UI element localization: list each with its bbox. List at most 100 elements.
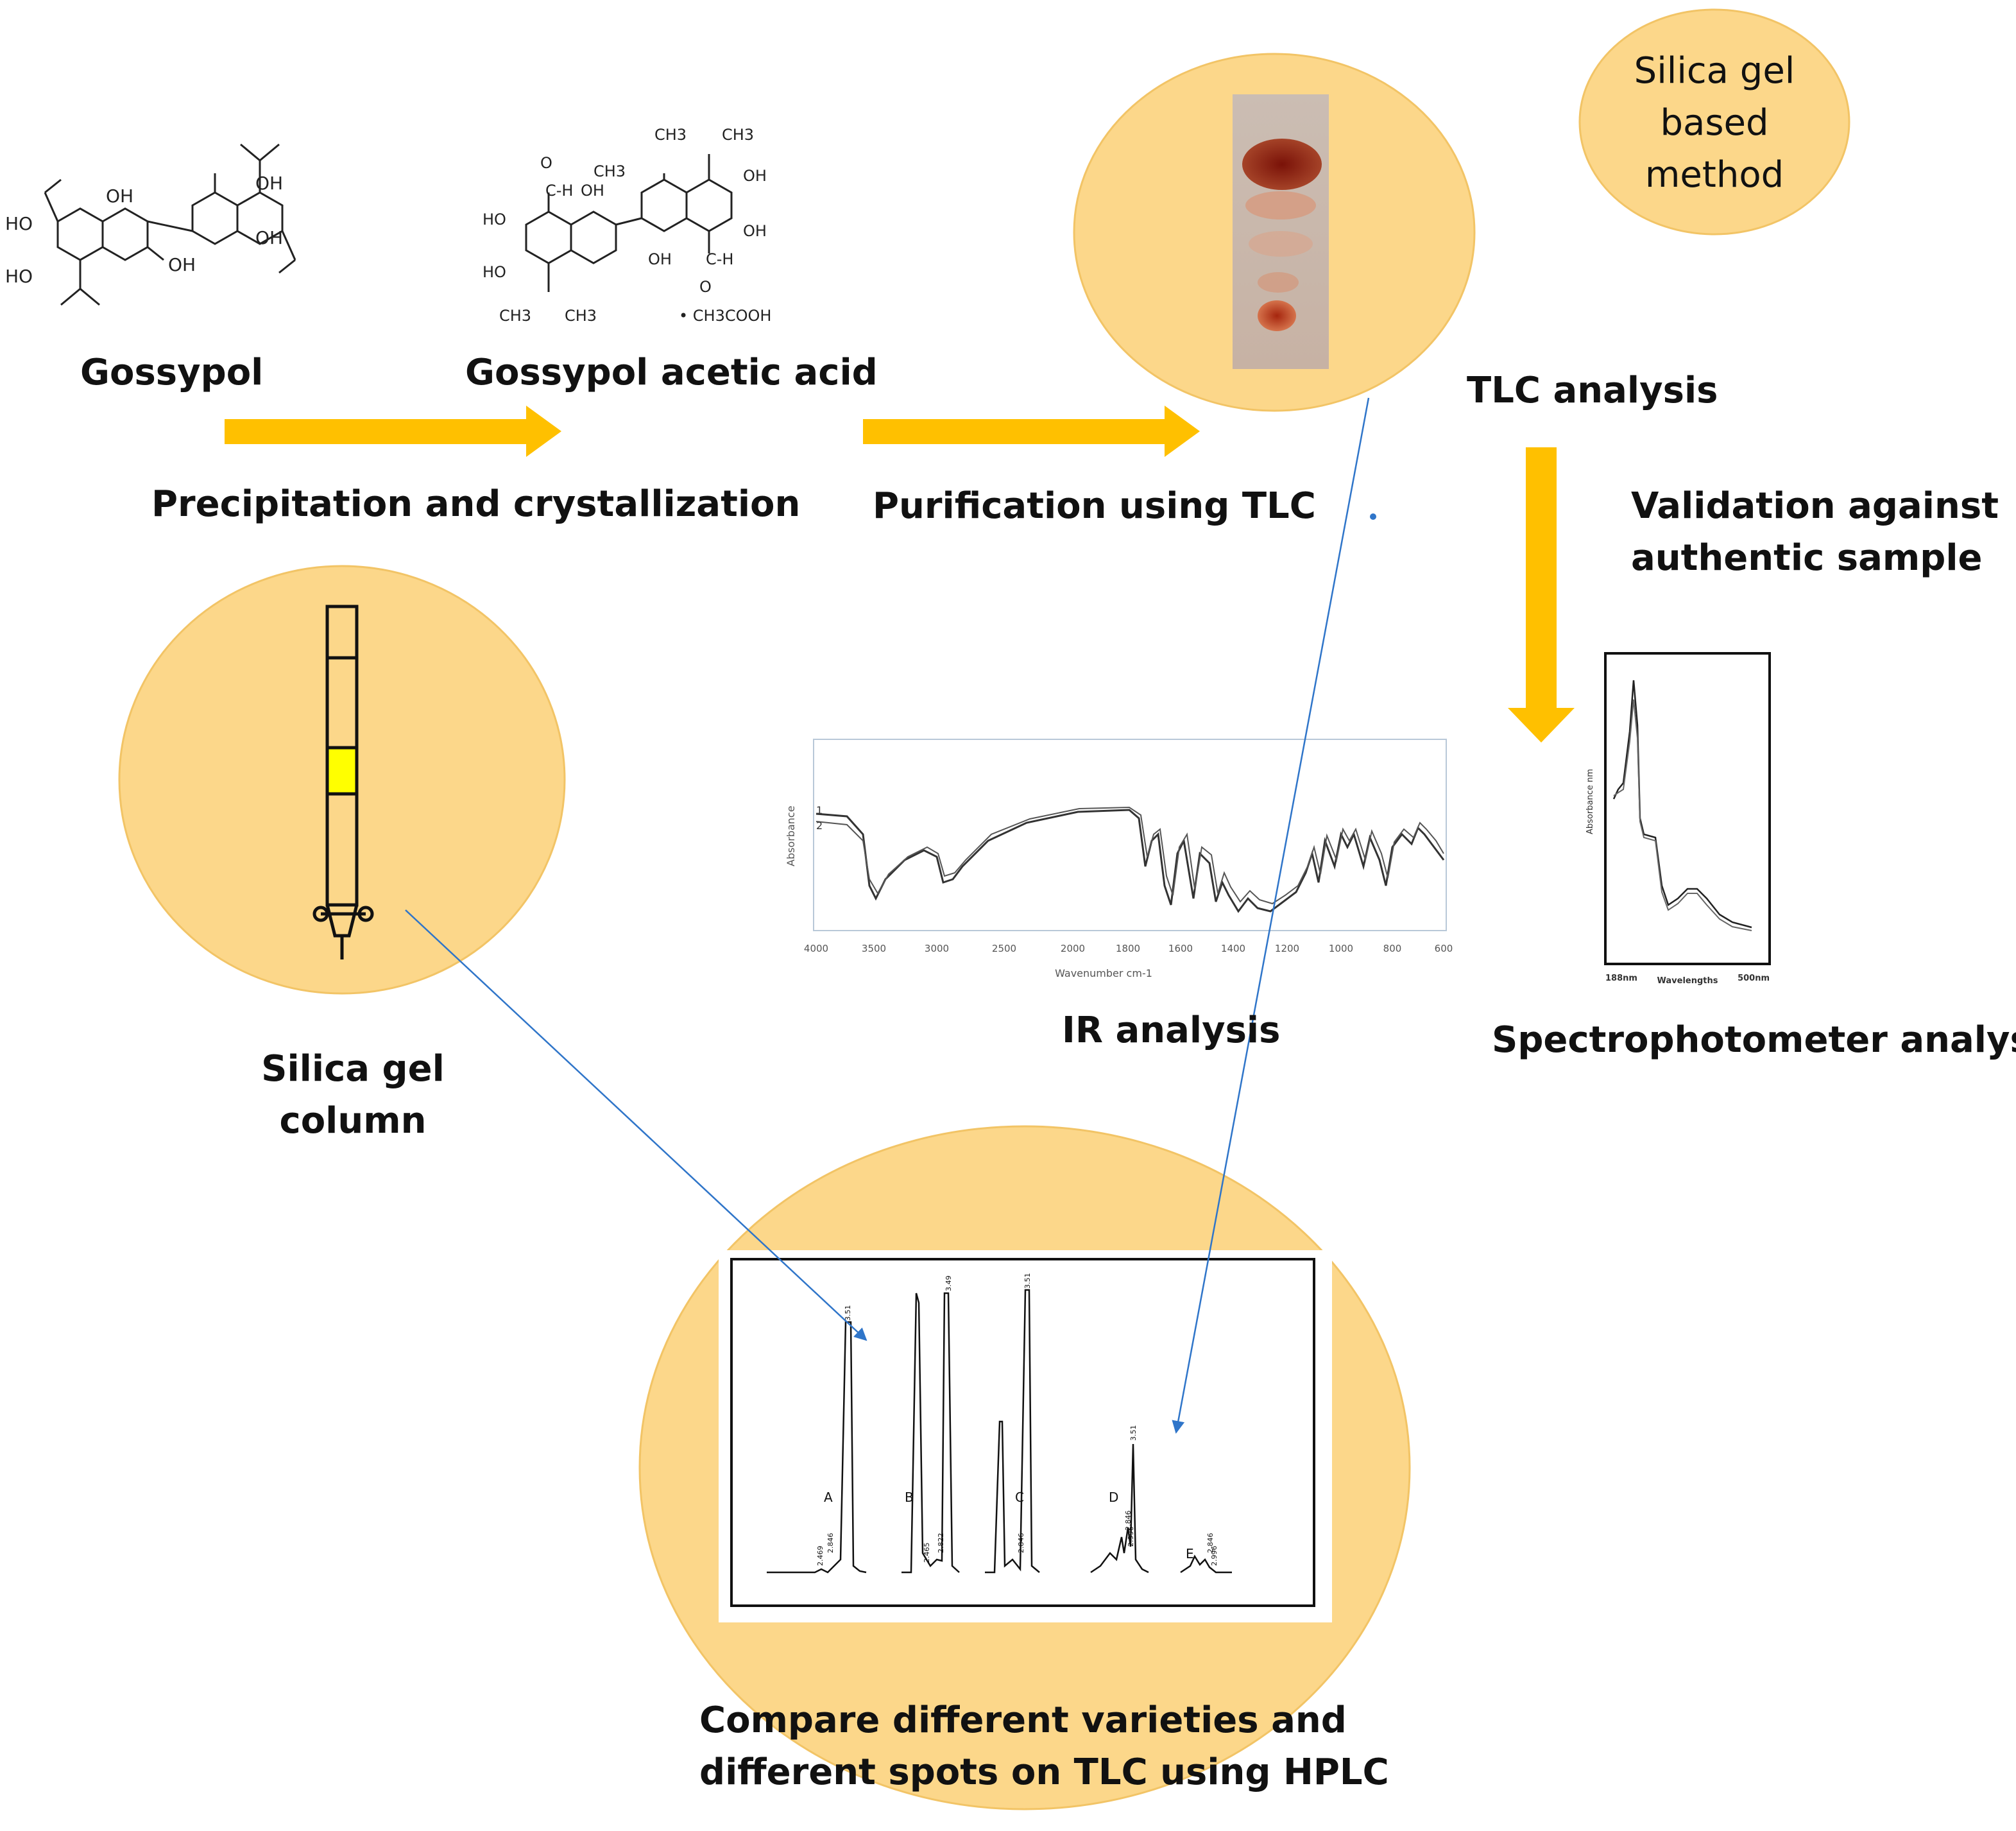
connector-tlc-to-hplc bbox=[1172, 397, 1370, 1434]
hplc-trace-a bbox=[767, 1321, 867, 1574]
hplc-peak-labels: 3.512.8462.4693.492.8222.4653.512.8463.5… bbox=[816, 1273, 1218, 1567]
svg-text:B: B bbox=[905, 1490, 914, 1505]
hplc-peak-label: 3.49 bbox=[944, 1276, 953, 1292]
silica-column-drawing bbox=[312, 605, 374, 959]
uv-x-start: 188nm bbox=[1605, 974, 1637, 983]
svg-text:C-H: C-H bbox=[545, 182, 573, 200]
ir-tick-label: 1000 bbox=[1329, 943, 1353, 954]
svg-text:CH3: CH3 bbox=[594, 162, 626, 180]
ir-tick-label: 1800 bbox=[1116, 943, 1140, 954]
hplc-peak-label: 2.846 bbox=[1206, 1533, 1215, 1554]
ir-tick-label: 600 bbox=[1435, 943, 1453, 954]
ir-spectrum-chart: 1 2 Absorbance Wavenumber cm-1 4000 3500 3… bbox=[785, 739, 1453, 979]
ir-tick-label: 3000 bbox=[925, 943, 949, 954]
ir-tick-labels: 4000 3500 3000 2500 2000 1800 1600 1400 1200 1000… bbox=[804, 943, 1453, 954]
label-tlc-analysis: TLC analysis bbox=[1467, 370, 1718, 411]
label-validation-line2: authentic sample bbox=[1631, 537, 1983, 580]
hplc-peak-label: 2.996 bbox=[1210, 1546, 1218, 1567]
label-spectro-analysis: Spectrophotometer analysis bbox=[1492, 1019, 2016, 1061]
hplc-peak-label: 2.846 bbox=[1017, 1533, 1025, 1554]
arrow-purification bbox=[863, 406, 1200, 457]
label-purification: Purification using TLC bbox=[873, 485, 1316, 527]
hplc-chromatogram-chart: A B C D E 3.512.8462.4693.492.8222.4653.… bbox=[719, 1250, 1332, 1622]
tlc-plate-image bbox=[1233, 94, 1329, 369]
svg-text:CH3: CH3 bbox=[654, 126, 687, 144]
ir-tick-label: 2500 bbox=[992, 943, 1016, 954]
svg-text:OH: OH bbox=[743, 167, 767, 185]
svg-text:• CH3COOH: • CH3COOH bbox=[679, 307, 771, 325]
svg-text:A: A bbox=[824, 1490, 833, 1505]
label-precipitation: Precipitation and crystallization bbox=[151, 483, 801, 525]
hplc-trace-b bbox=[901, 1292, 960, 1574]
ir-series-2 bbox=[816, 806, 1444, 905]
hplc-peak-label: 2.846 bbox=[1124, 1511, 1132, 1531]
ir-tick-label: 3500 bbox=[862, 943, 886, 954]
stray-dot bbox=[1370, 513, 1376, 520]
uv-series-2 bbox=[1613, 699, 1752, 931]
svg-text:CH3: CH3 bbox=[499, 307, 531, 325]
svg-text:1: 1 bbox=[816, 804, 823, 816]
gossypol-acetic-acid-structure bbox=[525, 154, 733, 292]
hplc-peak-label: 3.51 bbox=[1023, 1273, 1032, 1289]
ir-tick-label: 1400 bbox=[1221, 943, 1245, 954]
svg-text:O: O bbox=[699, 278, 712, 296]
ir-tick-label: 2000 bbox=[1061, 943, 1085, 954]
uv-ylabel: Absorbance nm bbox=[1585, 769, 1595, 834]
gossypol-acetic-acid-atom-labels: CH3 CH3 CH3 OH OH OH HO HO OH C-H C-H O … bbox=[483, 126, 771, 325]
uv-spectrum-chart: Absorbance nm 188nm Wavelengths 500nm bbox=[1585, 652, 1771, 986]
svg-text:OH: OH bbox=[581, 182, 604, 200]
svg-text:CH3: CH3 bbox=[722, 126, 754, 144]
label-hplc-line2: different spots on TLC using HPLC bbox=[699, 1751, 1389, 1794]
svg-text:HO: HO bbox=[5, 266, 33, 287]
svg-text:CH3: CH3 bbox=[565, 307, 597, 325]
silica-method-circle bbox=[1578, 8, 1850, 236]
svg-text:OH: OH bbox=[743, 222, 767, 240]
gossypol-atom-labels: OH OH OH HO HO OH bbox=[5, 173, 283, 287]
svg-text:O: O bbox=[540, 154, 552, 172]
svg-text:OH: OH bbox=[106, 185, 133, 207]
label-ir-analysis: IR analysis bbox=[1062, 1010, 1281, 1051]
hplc-peak-label: 2.846 bbox=[826, 1533, 835, 1554]
ir-tick-label: 1200 bbox=[1275, 943, 1299, 954]
svg-text:C: C bbox=[1015, 1490, 1024, 1505]
label-hplc-line1: Compare different varieties and bbox=[699, 1699, 1347, 1741]
ir-tick-label: 1600 bbox=[1168, 943, 1193, 954]
label-silica-method-line1: Silica gel bbox=[1634, 50, 1795, 92]
label-gossypol-acetic-acid: Gossypol acetic acid bbox=[465, 352, 878, 393]
svg-text:2: 2 bbox=[816, 820, 823, 832]
hplc-peak-label: 2.996 bbox=[1127, 1527, 1135, 1547]
svg-text:D: D bbox=[1109, 1490, 1118, 1505]
label-validation: Validation against authentic sample bbox=[1631, 480, 1999, 584]
ir-tick-label: 4000 bbox=[804, 943, 828, 954]
svg-text:HO: HO bbox=[483, 263, 506, 281]
svg-text:OH: OH bbox=[648, 250, 672, 268]
ir-tick-label: 800 bbox=[1383, 943, 1402, 954]
uv-x-end: 500nm bbox=[1738, 974, 1770, 983]
ir-ylabel: Absorbance bbox=[785, 805, 797, 866]
svg-text:HO: HO bbox=[483, 211, 506, 228]
svg-text:OH: OH bbox=[168, 254, 196, 275]
hplc-trace-d bbox=[1090, 1443, 1149, 1574]
label-silica-method-line3: method bbox=[1644, 154, 1784, 196]
label-hplc: Compare different varieties and differen… bbox=[699, 1694, 1389, 1798]
hplc-panel-labels: A B C D E bbox=[824, 1490, 1194, 1561]
hplc-peak-label: 3.51 bbox=[1129, 1425, 1138, 1441]
svg-text:OH: OH bbox=[255, 227, 283, 248]
hplc-peak-label: 2.465 bbox=[923, 1543, 931, 1563]
arrow-precipitation bbox=[225, 406, 561, 457]
label-validation-line1: Validation against bbox=[1631, 485, 1999, 527]
arrow-validation bbox=[1508, 447, 1575, 743]
hplc-peak-label: 2.469 bbox=[816, 1546, 824, 1567]
connector-column-to-hplc bbox=[405, 909, 867, 1341]
svg-text:E: E bbox=[1186, 1546, 1194, 1561]
hplc-trace-e bbox=[1180, 1554, 1232, 1574]
hplc-trace-c bbox=[985, 1289, 1040, 1574]
label-silica-method-line2: based bbox=[1660, 102, 1769, 144]
ir-xlabel: Wavenumber cm-1 bbox=[1055, 967, 1152, 979]
uv-xlabel: Wavelengths bbox=[1657, 976, 1718, 986]
label-silica-column: Silica gel column bbox=[244, 1043, 462, 1147]
svg-text:OH: OH bbox=[255, 173, 283, 194]
svg-text:C-H: C-H bbox=[706, 250, 733, 268]
hplc-peak-label: 3.51 bbox=[844, 1305, 852, 1321]
